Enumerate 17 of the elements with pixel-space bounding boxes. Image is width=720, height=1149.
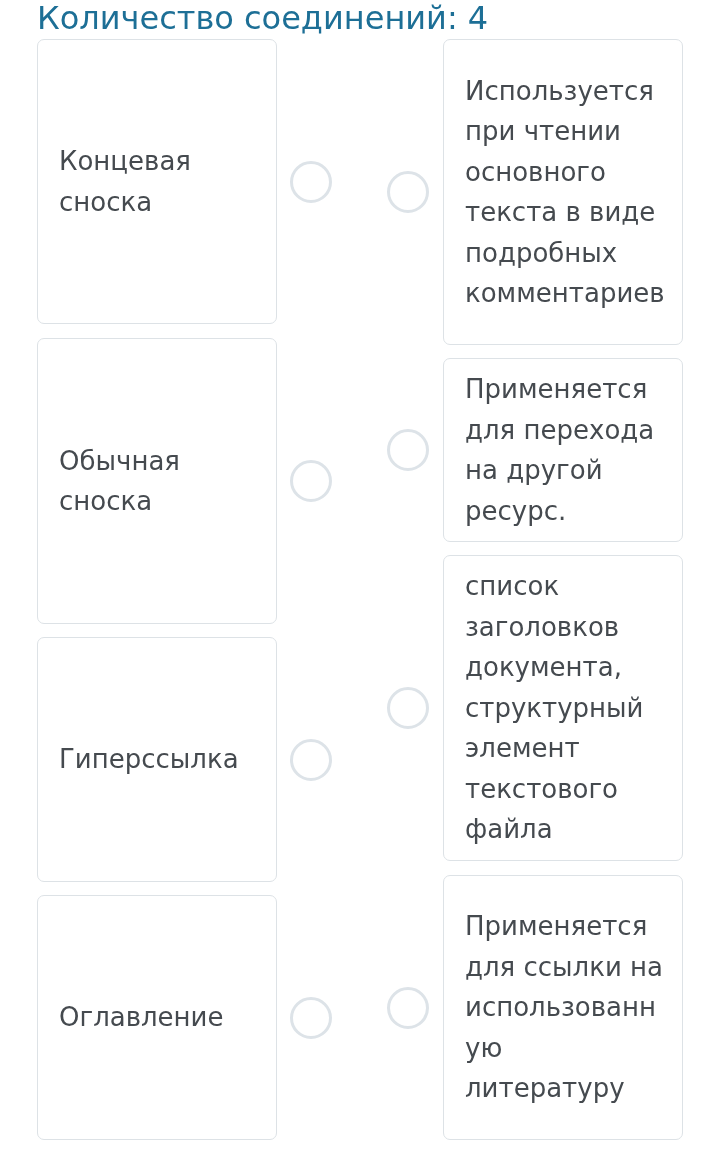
answer-card [443,39,683,345]
card-text: Оглавление [59,1001,224,1035]
answer-card [37,39,277,324]
card-text: Применяется для перехода на другой ресурс. [465,373,656,528]
answer-card [37,338,277,624]
answer-card [443,875,683,1140]
card-text: Применяется для ссылки на использованную литературу [465,910,665,1106]
answer-card [37,895,277,1140]
answer-card [37,637,277,882]
card-text: Гиперссылка [59,743,239,777]
card-text: Обычная сноска [59,444,181,518]
card-text: Концевая сноска [59,145,192,219]
answer-card [443,358,683,542]
card-text: список заголовков документа, структурный элемент текстового файла [465,570,645,847]
answer-card [443,555,683,861]
heading: Количество соединений: 4 [37,0,489,38]
card-text: Используется при чтении основного текста в виде подробных комментариев [465,74,666,310]
